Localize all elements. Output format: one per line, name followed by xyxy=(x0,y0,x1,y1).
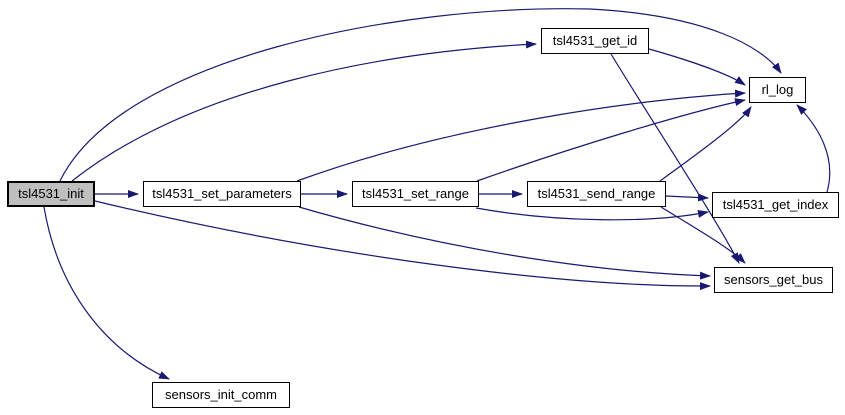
edge-set-range-to-get-index xyxy=(475,207,709,221)
node-rl-log[interactable]: rl_log xyxy=(749,77,806,103)
edge-send-range-to-get-index xyxy=(665,193,709,202)
edge-set-range-to-rl-log xyxy=(476,98,746,182)
node-sensors-get-bus[interactable]: sensors_get_bus xyxy=(714,267,833,293)
edge-send-range-to-rl-log xyxy=(659,106,752,182)
edge-init-to-rl-log xyxy=(59,8,782,182)
edge-get-id-to-rl-log xyxy=(648,48,746,86)
edge-get-id-to-sensors-get-bus xyxy=(610,53,740,264)
node-tsl4531-set-range[interactable]: tsl4531_set_range xyxy=(352,181,479,207)
node-tsl4531-get-id[interactable]: tsl4531_get_id xyxy=(541,28,649,54)
edge-get-index-to-rl-log xyxy=(796,104,831,193)
node-tsl4531-init[interactable]: tsl4531_init xyxy=(7,181,95,207)
edge-send-range-to-sensors-get-bus xyxy=(660,206,746,264)
edge-init-to-sensors-get-bus xyxy=(94,200,711,291)
node-sensors-init-comm[interactable]: sensors_init_comm xyxy=(152,382,290,408)
node-tsl4531-set-parameters[interactable]: tsl4531_set_parameters xyxy=(143,181,301,207)
node-tsl4531-send-range[interactable]: tsl4531_send_range xyxy=(527,181,666,207)
edge-init-to-sensors-init-comm xyxy=(43,206,170,380)
edge-init-to-get-id xyxy=(71,40,537,182)
edge-set-parameters-to-rl-log xyxy=(296,89,746,182)
edge-set-parameters-to-sensors-get-bus xyxy=(298,206,711,280)
node-tsl4531-get-index[interactable]: tsl4531_get_index xyxy=(712,192,839,218)
